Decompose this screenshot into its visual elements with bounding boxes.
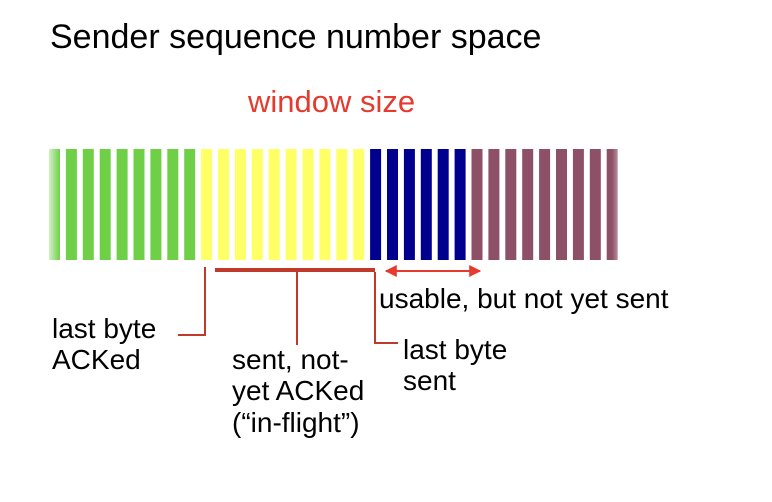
diagram-title: Sender sequence number space — [50, 18, 542, 56]
window-size-label: window size — [248, 84, 416, 119]
not-usable-byte-bar — [572, 149, 584, 260]
not-usable-byte-bar — [488, 149, 500, 260]
in-flight-byte-bar — [234, 149, 246, 260]
not-usable-byte-bar — [556, 149, 567, 260]
acked-byte-bar — [184, 149, 196, 260]
not-usable-byte-bar — [505, 149, 517, 260]
usable-byte-bar — [370, 149, 382, 260]
usable-byte-bar — [403, 149, 415, 260]
last-byte-acked-label: last byte ACKed — [52, 313, 157, 376]
last-acked-leader — [178, 267, 206, 336]
usable-byte-bar — [454, 149, 466, 260]
last-byte-sent-label: last byte sent — [403, 334, 508, 397]
acked-byte-bar — [99, 149, 111, 260]
not-usable-byte-bar — [522, 149, 534, 260]
in-flight-byte-bar — [285, 149, 297, 260]
acked-byte-bar — [82, 149, 94, 260]
acked-byte-bar — [167, 149, 179, 260]
acked-byte-bar — [133, 149, 145, 260]
acked-byte-bar — [116, 149, 128, 260]
in-flight-byte-bar — [268, 149, 280, 260]
in-flight-byte-bar — [201, 149, 213, 260]
acked-byte-bar — [65, 149, 77, 260]
in-flight-label: sent, not- yet ACKed (“in-flight”) — [232, 344, 365, 438]
usable-byte-bar — [387, 149, 398, 260]
not-usable-byte-bar — [589, 149, 601, 260]
usable-label: usable, but not yet sent — [379, 283, 669, 314]
acked-byte-bar — [150, 149, 162, 260]
not-usable-byte-bar — [471, 149, 483, 260]
right-fade — [612, 148, 628, 262]
sequence-number-bars — [49, 149, 618, 260]
left-fade — [44, 148, 60, 262]
in-flight-byte-bar — [251, 149, 263, 260]
in-flight-byte-bar — [319, 149, 331, 260]
in-flight-byte-bar — [302, 149, 314, 260]
last-sent-leader — [374, 272, 398, 344]
not-usable-byte-bar — [539, 149, 551, 260]
in-flight-byte-bar — [336, 149, 348, 260]
usable-byte-bar — [437, 149, 449, 260]
in-flight-byte-bar — [218, 149, 229, 260]
in-flight-byte-bar — [353, 149, 365, 260]
usable-byte-bar — [420, 149, 432, 260]
